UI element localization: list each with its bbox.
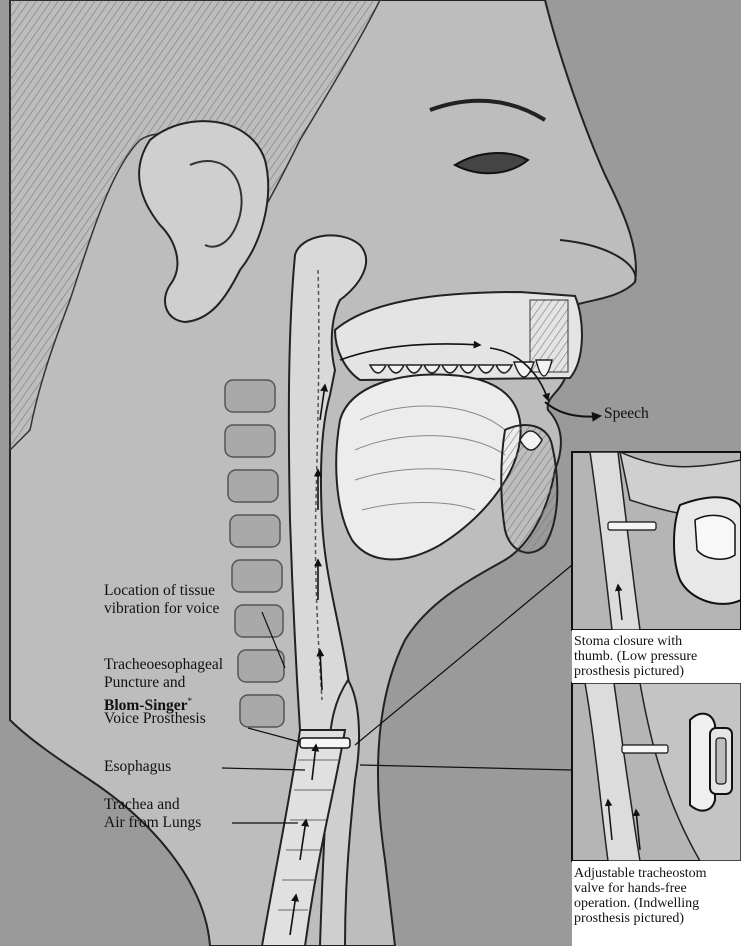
speech-label: Speech — [604, 405, 649, 423]
puncture-label-line1: Tracheoesophageal — [104, 656, 223, 674]
trachea-label-line1: Trachea and — [104, 796, 180, 814]
inset-top-drawing — [572, 452, 741, 630]
inset-bottom-caption-line4: prosthesis pictured) — [574, 911, 684, 926]
puncture-label-line2: Puncture and — [104, 674, 185, 692]
registered-mark: * — [188, 696, 193, 706]
esophagus-label: Esophagus — [104, 758, 171, 776]
tissue-vibration-label-line1: Location of tissue — [104, 582, 215, 600]
inset-bottom-caption-line3: operation. (Indwelling — [574, 896, 699, 911]
inset-top-caption-line3: prosthesis pictured) — [574, 664, 684, 679]
inset-top-caption-line1: Stoma closure with — [574, 634, 682, 649]
inset-bottom-caption-line2: valve for hands-free — [574, 881, 687, 896]
puncture-label-line4: Voice Prosthesis — [104, 710, 206, 728]
inset-bottom-caption-line1: Adjustable tracheostom — [574, 866, 707, 881]
inset-top-caption-line2: thumb. (Low pressure — [574, 649, 697, 664]
voice-prosthesis — [300, 738, 350, 748]
inset-bottom-drawing — [572, 683, 741, 861]
tissue-vibration-label-line2: vibration for voice — [104, 600, 219, 618]
trachea-label-line2: Air from Lungs — [104, 814, 201, 832]
